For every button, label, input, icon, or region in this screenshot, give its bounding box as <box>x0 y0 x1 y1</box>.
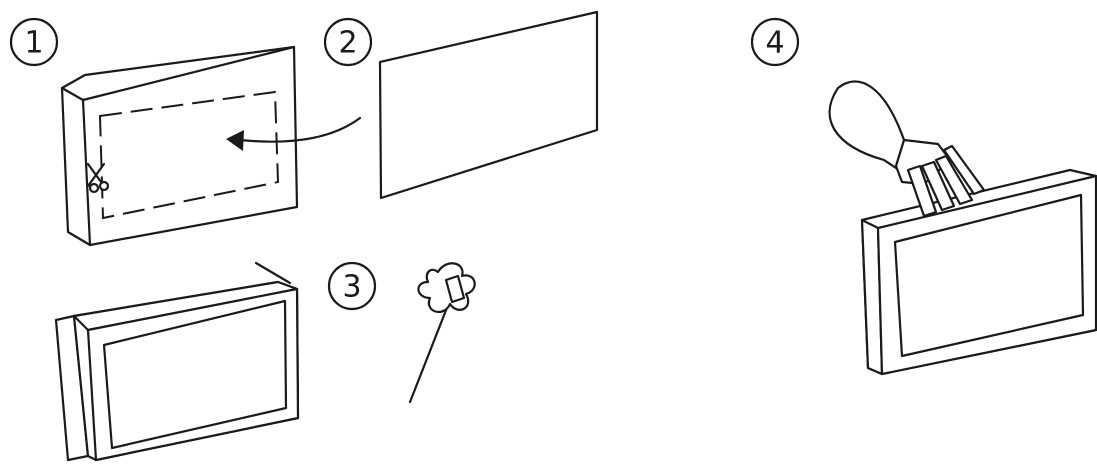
step-2-number: 2 <box>338 26 357 61</box>
step-3-number: 3 <box>342 270 361 305</box>
step-1-marker: 1 <box>11 19 57 65</box>
packaged-panel-box <box>62 47 360 245</box>
step-4-number: 4 <box>765 26 784 61</box>
cleaning-panel <box>862 170 1096 374</box>
protective-sheet <box>380 12 597 198</box>
step-2-marker: 2 <box>325 19 371 65</box>
display-panel <box>56 263 298 460</box>
step-1-number: 1 <box>24 26 43 61</box>
cleaning-nozzle-icon <box>830 81 984 216</box>
step-3-marker: 3 <box>329 263 375 309</box>
wire-tag-icon <box>410 263 475 402</box>
step-4-marker: 4 <box>752 19 798 65</box>
